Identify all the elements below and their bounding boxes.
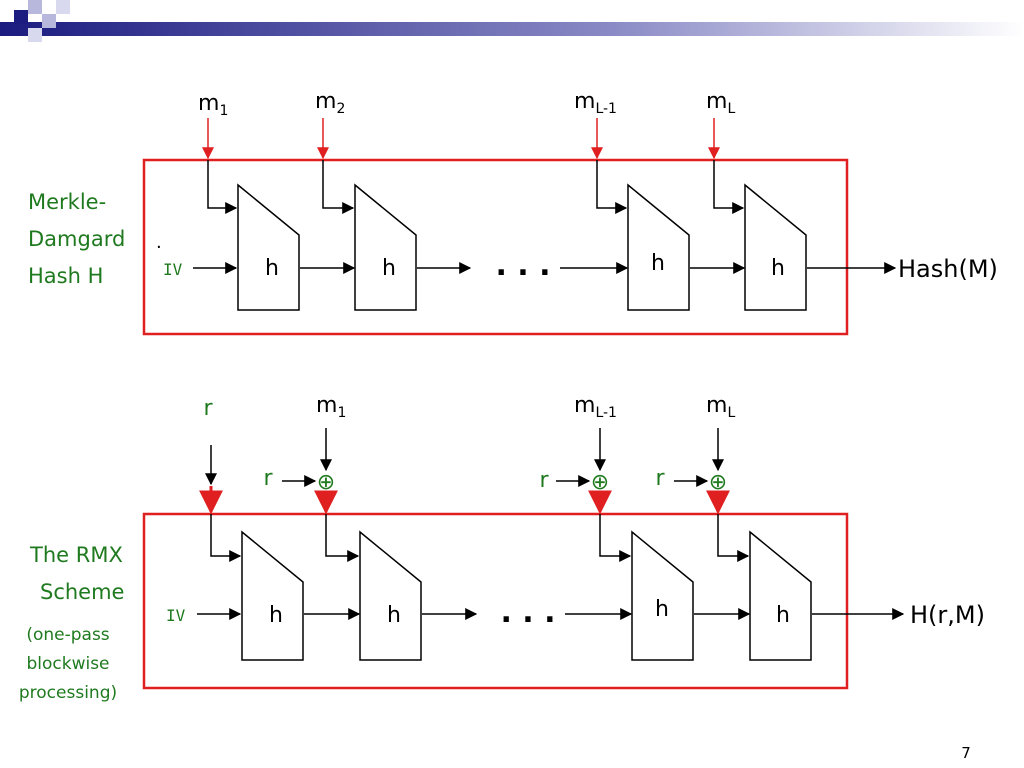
rmx-ellipsis: . . .: [500, 595, 555, 630]
rmx-xor-path: [325, 514, 360, 562]
rmx-msg-label: m1: [316, 393, 346, 421]
rmx-frame: [142, 512, 849, 690]
rmx-r-label: r: [539, 468, 549, 493]
rmx-note-line-1: (one-pass: [26, 625, 109, 645]
rmx-note-line-2: blockwise: [26, 654, 109, 674]
md-msg-path: [207, 160, 238, 214]
slide-decoration: [0, 0, 1024, 42]
rmx-iv-label: IV: [166, 606, 186, 625]
md-block-label: h: [265, 256, 279, 281]
md-msg-path: [322, 160, 355, 214]
rmx-xor-path: [599, 514, 632, 562]
rmx-xor-column-1: m1 r ⊕: [263, 393, 360, 562]
merkle-damgard-diagram: Merkle- Damgard Hash H . IV h h h h . . …: [28, 89, 998, 336]
rmx-msg-label: mL: [706, 393, 735, 421]
md-msg-path: [596, 160, 628, 214]
rmx-block-label: h: [269, 603, 283, 628]
md-msg-label: mL: [706, 89, 735, 117]
md-block-4: [744, 183, 807, 311]
md-block-label: h: [382, 256, 396, 281]
rmx-note-line-3: processing): [19, 683, 117, 703]
rmx-block-label: h: [655, 597, 669, 622]
xor-icon: ⊕: [709, 470, 727, 495]
rmx-block-1: [241, 530, 304, 661]
md-block-1: [237, 183, 300, 311]
md-msg-label: mL-1: [574, 89, 617, 117]
xor-icon: ⊕: [591, 470, 609, 495]
md-msg-label: m2: [315, 89, 345, 117]
rmx-xor-column-3: mL r ⊕: [655, 393, 750, 562]
rmx-block-4: [749, 530, 812, 661]
md-output-label: Hash(M): [898, 255, 998, 283]
rmx-r-label: r: [655, 466, 665, 491]
rmx-block-2: [359, 530, 422, 661]
md-msg-path: [713, 160, 745, 214]
xor-icon: ⊕: [317, 470, 335, 495]
md-label-line-3: Hash H: [28, 264, 103, 288]
rmx-r-top-label: r: [203, 396, 213, 421]
rmx-output-label: H(r,M): [910, 601, 985, 629]
md-block-3: [627, 183, 690, 311]
rmx-label-line-1: The RMX: [29, 543, 123, 567]
md-ellipsis: . . .: [495, 248, 550, 283]
md-block-label: h: [651, 251, 665, 276]
md-label-line-1: Merkle-: [28, 190, 106, 214]
rmx-msg-label: mL-1: [574, 393, 617, 421]
rmx-r-label: r: [263, 466, 273, 491]
rmx-diagram: The RMX Scheme (one-pass blockwise proce…: [19, 393, 985, 703]
md-msg-label: m1: [198, 91, 228, 119]
rmx-block-label: h: [776, 603, 790, 628]
rmx-r-path: [210, 514, 242, 562]
md-block-2: [354, 183, 417, 311]
stray-dot: .: [156, 232, 162, 253]
md-label-line-2: Damgard: [28, 227, 125, 251]
rmx-xor-column-2: mL-1 r ⊕: [539, 393, 632, 562]
rmx-label-line-2: Scheme: [40, 580, 124, 604]
rmx-block-label: h: [387, 603, 401, 628]
md-frame: [142, 158, 849, 336]
md-block-label: h: [771, 256, 785, 281]
rmx-xor-path: [717, 514, 750, 562]
md-iv-label: IV: [163, 260, 183, 279]
slide-number: 7: [961, 744, 971, 762]
rmx-block-3: [631, 530, 694, 661]
